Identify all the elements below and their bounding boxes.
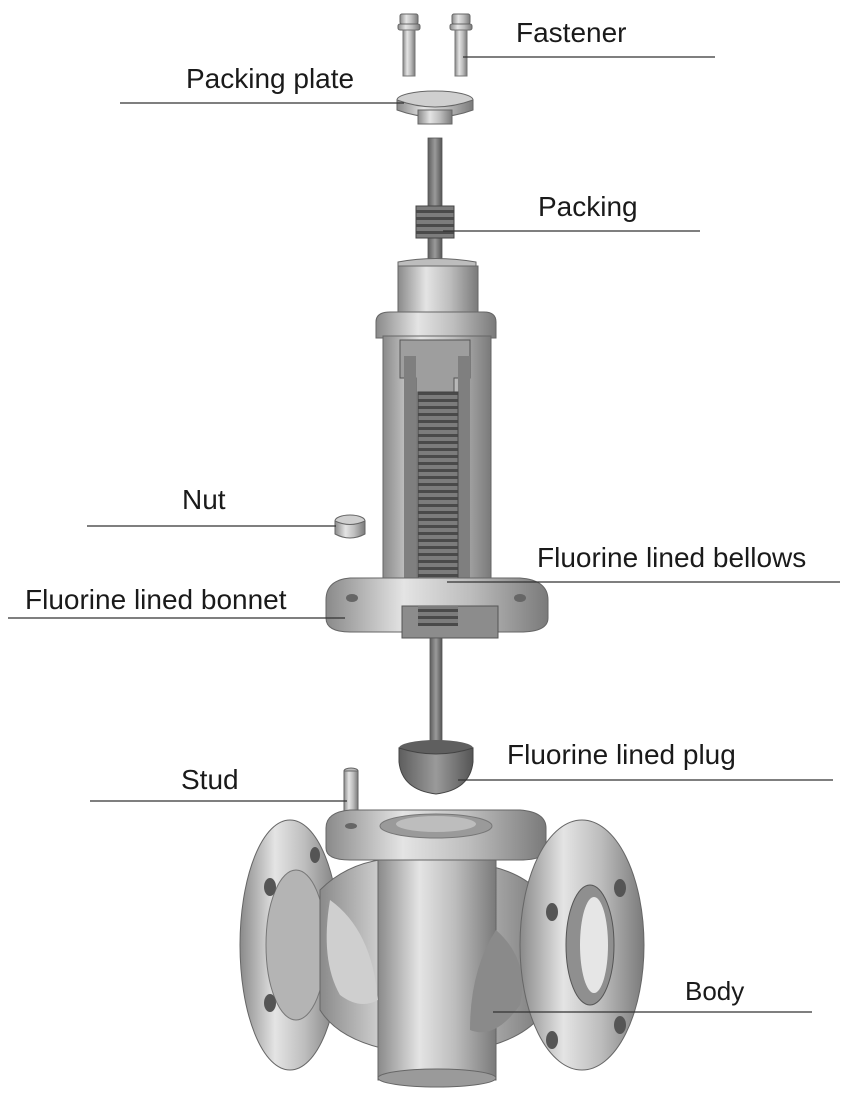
label-body: Body <box>685 976 745 1006</box>
label-fastener: Fastener <box>516 17 627 48</box>
lower-stem <box>429 637 443 749</box>
plug <box>398 740 474 795</box>
hex-nut <box>334 514 366 539</box>
bonnet-assembly <box>325 258 549 639</box>
label-nut: Nut <box>182 484 226 515</box>
fastener-bolt-right <box>449 13 473 77</box>
label-fluorine-lined-bellows: Fluorine lined bellows <box>537 542 807 573</box>
bellows <box>417 391 459 611</box>
label-fluorine-lined-bonnet: Fluorine lined bonnet <box>25 584 287 615</box>
label-stud: Stud <box>181 764 239 795</box>
label-packing-plate: Packing plate <box>186 63 355 94</box>
label-fluorine-lined-plug: Fluorine lined plug <box>507 739 736 770</box>
label-packing: Packing <box>538 191 638 222</box>
fastener-bolt-left <box>397 13 421 77</box>
leader-lines <box>8 56 840 1013</box>
packing-rings <box>415 205 455 239</box>
valve-body <box>239 809 645 1088</box>
packing-plate <box>396 90 474 125</box>
